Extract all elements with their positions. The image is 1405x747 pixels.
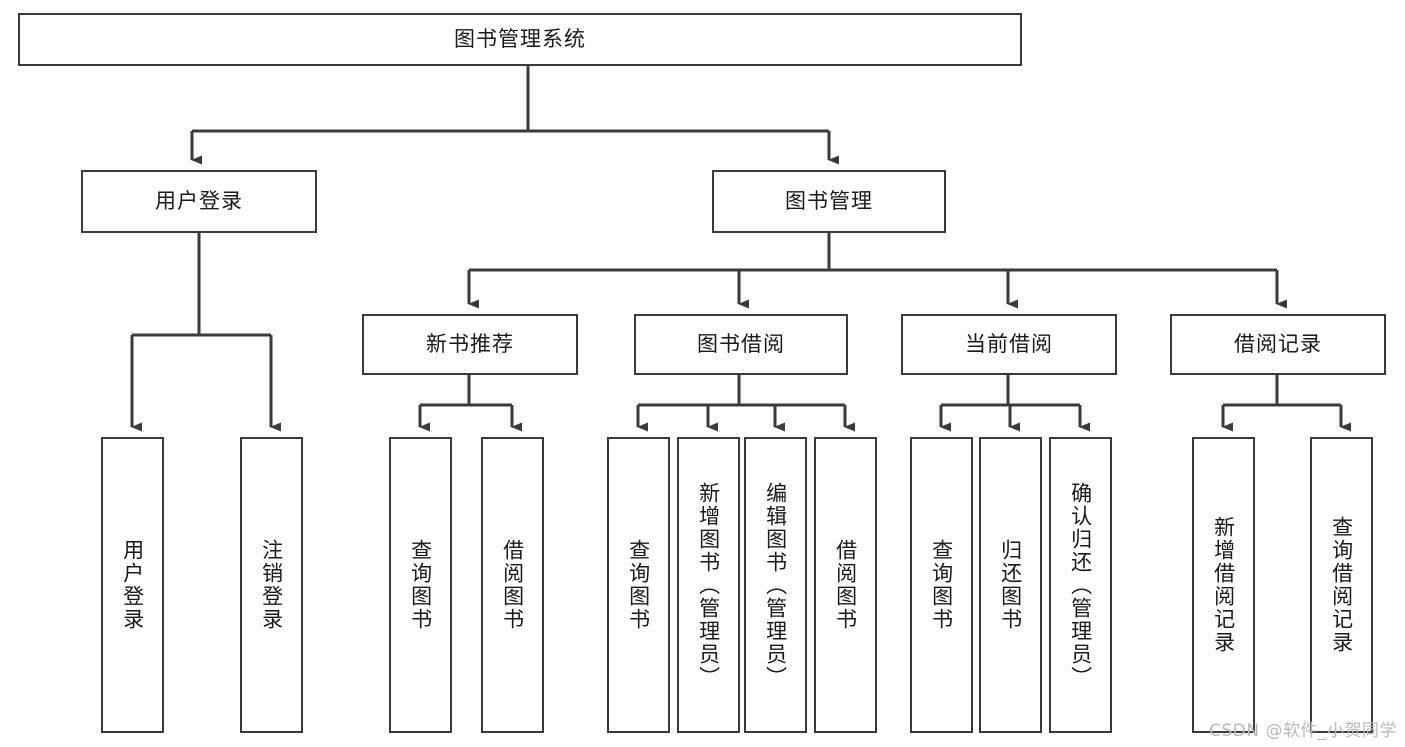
leaf-user-login-label: 用户登录: [120, 539, 145, 631]
node-user-login-label: 用户登录: [155, 188, 243, 213]
leaf-query-record-label: 查询借阅记录: [1329, 516, 1354, 654]
leaf-add-book-label: 新增图书（管理员）: [696, 481, 721, 689]
leaf-borrow-book-1-label: 借阅图书: [500, 539, 525, 631]
node-root[interactable]: 图书管理系统: [18, 13, 1022, 66]
leaf-borrow-book-2[interactable]: 借阅图书: [814, 437, 877, 733]
leaf-logout-login-label: 注销登录: [259, 539, 284, 631]
leaf-edit-book-label: 编辑图书（管理员）: [763, 481, 788, 689]
watermark: CSDN @软件_小贺同学: [1209, 721, 1397, 741]
leaf-query-book-1[interactable]: 查询图书: [389, 437, 452, 733]
node-current-borrow-label: 当前借阅: [965, 331, 1053, 356]
leaf-borrow-book-1[interactable]: 借阅图书: [481, 437, 544, 733]
leaf-query-book-3-label: 查询图书: [929, 539, 954, 631]
node-book-borrow[interactable]: 图书借阅: [634, 314, 848, 375]
node-new-book-recommend-label: 新书推荐: [426, 331, 514, 356]
leaf-user-login[interactable]: 用户登录: [101, 437, 164, 733]
leaf-query-book-1-label: 查询图书: [408, 539, 433, 631]
leaf-return-book[interactable]: 归还图书: [979, 437, 1042, 733]
leaf-query-book-2[interactable]: 查询图书: [607, 437, 670, 733]
leaf-confirm-return[interactable]: 确认归还（管理员）: [1049, 437, 1112, 733]
leaf-borrow-book-2-label: 借阅图书: [833, 539, 858, 631]
node-user-login[interactable]: 用户登录: [81, 170, 317, 233]
node-current-borrow[interactable]: 当前借阅: [901, 314, 1117, 375]
node-book-borrow-label: 图书借阅: [697, 331, 785, 356]
leaf-logout-login[interactable]: 注销登录: [240, 437, 303, 733]
node-root-label: 图书管理系统: [454, 26, 586, 51]
leaf-add-record[interactable]: 新增借阅记录: [1192, 437, 1255, 733]
leaf-query-book-2-label: 查询图书: [626, 539, 651, 631]
node-book-management[interactable]: 图书管理: [712, 170, 946, 233]
node-borrow-record-label: 借阅记录: [1234, 331, 1322, 356]
leaf-add-record-label: 新增借阅记录: [1211, 516, 1236, 654]
node-new-book-recommend[interactable]: 新书推荐: [362, 314, 578, 375]
leaf-return-book-label: 归还图书: [998, 539, 1023, 631]
leaf-confirm-return-label: 确认归还（管理员）: [1068, 481, 1093, 689]
node-book-management-label: 图书管理: [785, 188, 873, 213]
leaf-add-book[interactable]: 新增图书（管理员）: [677, 437, 740, 733]
leaf-edit-book[interactable]: 编辑图书（管理员）: [744, 437, 807, 733]
node-borrow-record[interactable]: 借阅记录: [1170, 314, 1386, 375]
leaf-query-record[interactable]: 查询借阅记录: [1310, 437, 1373, 733]
leaf-query-book-3[interactable]: 查询图书: [910, 437, 973, 733]
